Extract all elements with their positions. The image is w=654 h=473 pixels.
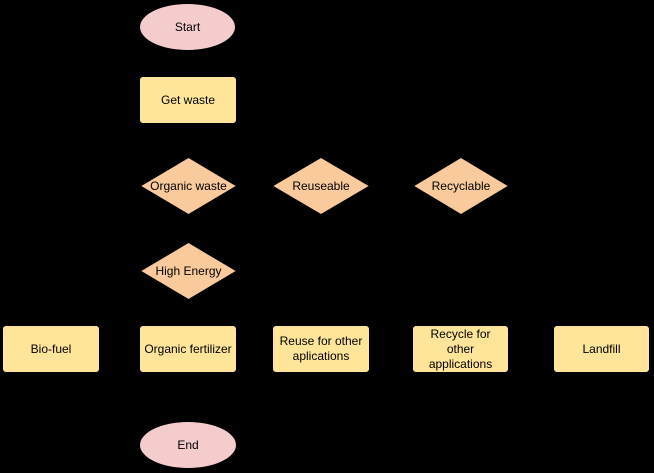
- flow-node-recyclable[interactable]: Recyclable: [413, 157, 509, 215]
- node-label: Organic waste: [150, 178, 227, 193]
- flow-node-reuse-for-other-aplications[interactable]: Reuse for other aplications: [272, 325, 370, 373]
- node-label: End: [177, 437, 199, 452]
- node-label: Recycle for other applications: [428, 326, 493, 371]
- flow-node-organic-waste[interactable]: Organic waste: [140, 157, 237, 215]
- node-label: Start: [174, 19, 201, 34]
- flow-node-get-waste[interactable]: Get waste: [139, 76, 237, 124]
- diamond-shape: [140, 242, 237, 300]
- flow-node-recycle-for-other-applications[interactable]: Recycle for other applications: [412, 325, 509, 373]
- node-label: High Energy: [155, 263, 222, 278]
- node-label: Bio-fuel: [30, 341, 72, 356]
- diamond-shape: [272, 157, 370, 215]
- flow-node-end[interactable]: End: [139, 421, 237, 469]
- node-label: Get waste: [160, 92, 216, 107]
- diamond-shape: [413, 157, 509, 215]
- node-label: Landfill: [582, 341, 621, 356]
- flow-node-start[interactable]: Start: [139, 3, 236, 51]
- node-label: Recyclable: [431, 178, 491, 193]
- flow-node-reuseable[interactable]: Reuseable: [272, 157, 370, 215]
- diamond-shape: [140, 157, 237, 215]
- flow-node-high-energy[interactable]: High Energy: [140, 242, 237, 300]
- flow-node-landfill[interactable]: Landfill: [553, 325, 650, 373]
- flow-node-organic-fertilizer[interactable]: Organic fertilizer: [139, 325, 237, 373]
- node-label: Reuse for other aplications: [279, 334, 363, 363]
- node-label: Organic fertilizer: [144, 341, 232, 356]
- node-label: Reuseable: [292, 178, 350, 193]
- flow-node-bio-fuel[interactable]: Bio-fuel: [2, 325, 100, 373]
